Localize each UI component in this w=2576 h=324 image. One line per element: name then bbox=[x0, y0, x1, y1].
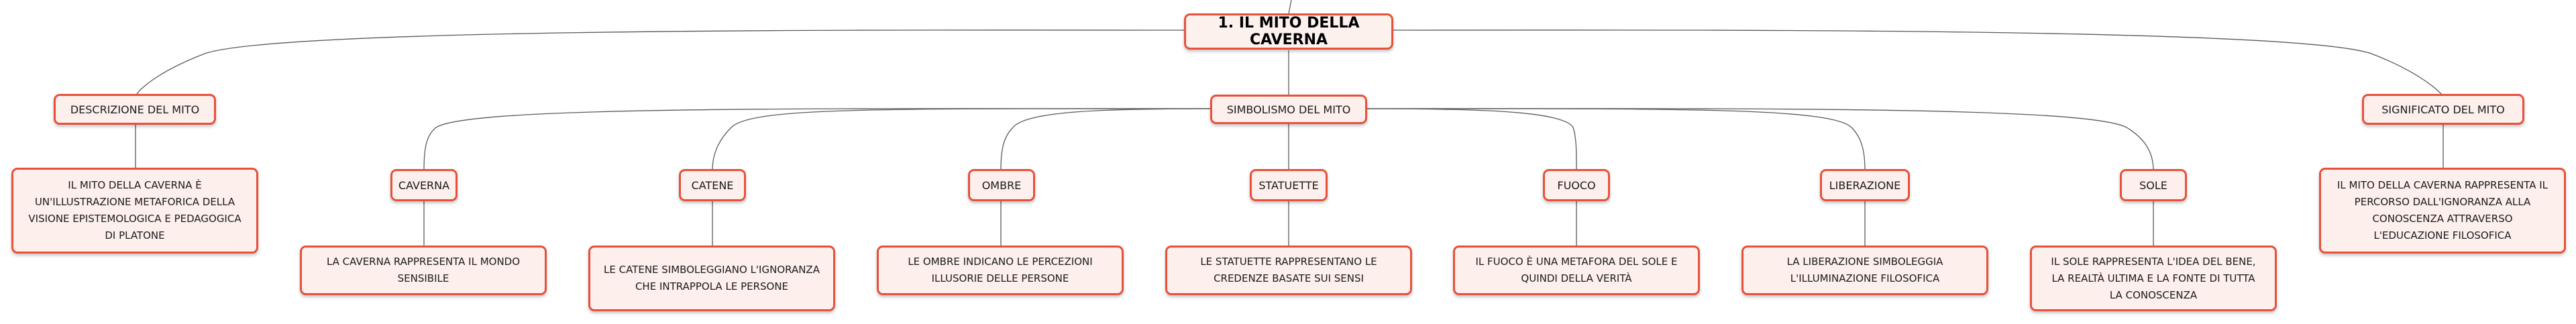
leaf-sole[interactable]: IL SOLE RAPPRESENTA L'IDEA DEL BENE, LA … bbox=[2030, 246, 2277, 311]
leaf-statuette[interactable]: LE STATUETTE RAPPRESENTANO LE CREDENZE B… bbox=[1165, 246, 1412, 295]
topic-significato-label: SIGNIFICATO DEL MITO bbox=[2381, 103, 2505, 116]
leaf-statuette-text: LE STATUETTE RAPPRESENTANO LE CREDENZE B… bbox=[1200, 256, 1377, 284]
topic-significato[interactable]: SIGNIFICATO DEL MITO bbox=[2362, 94, 2524, 125]
topic-simbolismo-label: SIMBOLISMO DEL MITO bbox=[1226, 103, 1351, 116]
subtopic-fuoco-label: FUOCO bbox=[1557, 178, 1596, 192]
subtopic-liberazione-label: LIBERAZIONE bbox=[1829, 178, 1901, 192]
root-topic-label: 1. IL MITO DELLA CAVERNA bbox=[1218, 15, 1360, 48]
topic-simbolismo[interactable]: SIMBOLISMO DEL MITO bbox=[1210, 95, 1367, 124]
leaf-descrizione-text: IL MITO DELLA CAVERNA È UN'ILLUSTRAZIONE… bbox=[28, 179, 241, 241]
topic-descrizione[interactable]: DESCRIZIONE DEL MITO bbox=[54, 94, 216, 125]
leaf-liberazione-text: LA LIBERAZIONE SIMBOLEGGIA L'ILLUMINAZIO… bbox=[1786, 256, 1943, 284]
leaf-significato-text: IL MITO DELLA CAVERNA RAPPRESENTA IL PER… bbox=[2337, 179, 2548, 241]
leaf-catene-text: LE CATENE SIMBOLEGGIANO L'IGNORANZA CHE … bbox=[604, 264, 820, 292]
subtopic-statuette[interactable]: STATUETTE bbox=[1250, 169, 1328, 201]
leaf-sole-text: IL SOLE RAPPRESENTA L'IDEA DEL BENE, LA … bbox=[2051, 255, 2256, 301]
subtopic-caverna[interactable]: CAVERNA bbox=[390, 169, 458, 201]
leaf-fuoco-text: IL FUOCO È UNA METAFORA DEL SOLE E QUIND… bbox=[1475, 256, 1678, 284]
leaf-significato[interactable]: IL MITO DELLA CAVERNA RAPPRESENTA IL PER… bbox=[2319, 168, 2566, 254]
leaf-caverna[interactable]: LA CAVERNA RAPPRESENTA IL MONDO SENSIBIL… bbox=[300, 246, 547, 295]
subtopic-ombre-label: OMBRE bbox=[981, 178, 1022, 192]
subtopic-ombre[interactable]: OMBRE bbox=[968, 169, 1035, 201]
leaf-descrizione[interactable]: IL MITO DELLA CAVERNA È UN'ILLUSTRAZIONE… bbox=[11, 168, 258, 254]
leaf-liberazione[interactable]: LA LIBERAZIONE SIMBOLEGGIA L'ILLUMINAZIO… bbox=[1741, 246, 1988, 295]
leaf-caverna-text: LA CAVERNA RAPPRESENTA IL MONDO SENSIBIL… bbox=[326, 256, 521, 284]
leaf-ombre-text: LE OMBRE INDICANO LE PERCEZIONI ILLUSORI… bbox=[908, 256, 1093, 284]
subtopic-statuette-label: STATUETTE bbox=[1258, 178, 1319, 192]
leaf-ombre[interactable]: LE OMBRE INDICANO LE PERCEZIONI ILLUSORI… bbox=[877, 246, 1124, 295]
root-topic[interactable]: 1. IL MITO DELLA CAVERNA bbox=[1184, 13, 1393, 50]
subtopic-sole[interactable]: SOLE bbox=[2120, 169, 2187, 201]
subtopic-liberazione[interactable]: LIBERAZIONE bbox=[1820, 169, 1910, 201]
subtopic-catene-label: CATENE bbox=[691, 178, 734, 192]
leaf-fuoco[interactable]: IL FUOCO È UNA METAFORA DEL SOLE E QUIND… bbox=[1453, 246, 1700, 295]
subtopic-sole-label: SOLE bbox=[2139, 178, 2167, 192]
subtopic-caverna-label: CAVERNA bbox=[398, 178, 450, 192]
subtopic-catene[interactable]: CATENE bbox=[679, 169, 746, 201]
leaf-catene[interactable]: LE CATENE SIMBOLEGGIANO L'IGNORANZA CHE … bbox=[588, 246, 835, 311]
topic-descrizione-label: DESCRIZIONE DEL MITO bbox=[70, 103, 200, 116]
subtopic-fuoco[interactable]: FUOCO bbox=[1543, 169, 1610, 201]
